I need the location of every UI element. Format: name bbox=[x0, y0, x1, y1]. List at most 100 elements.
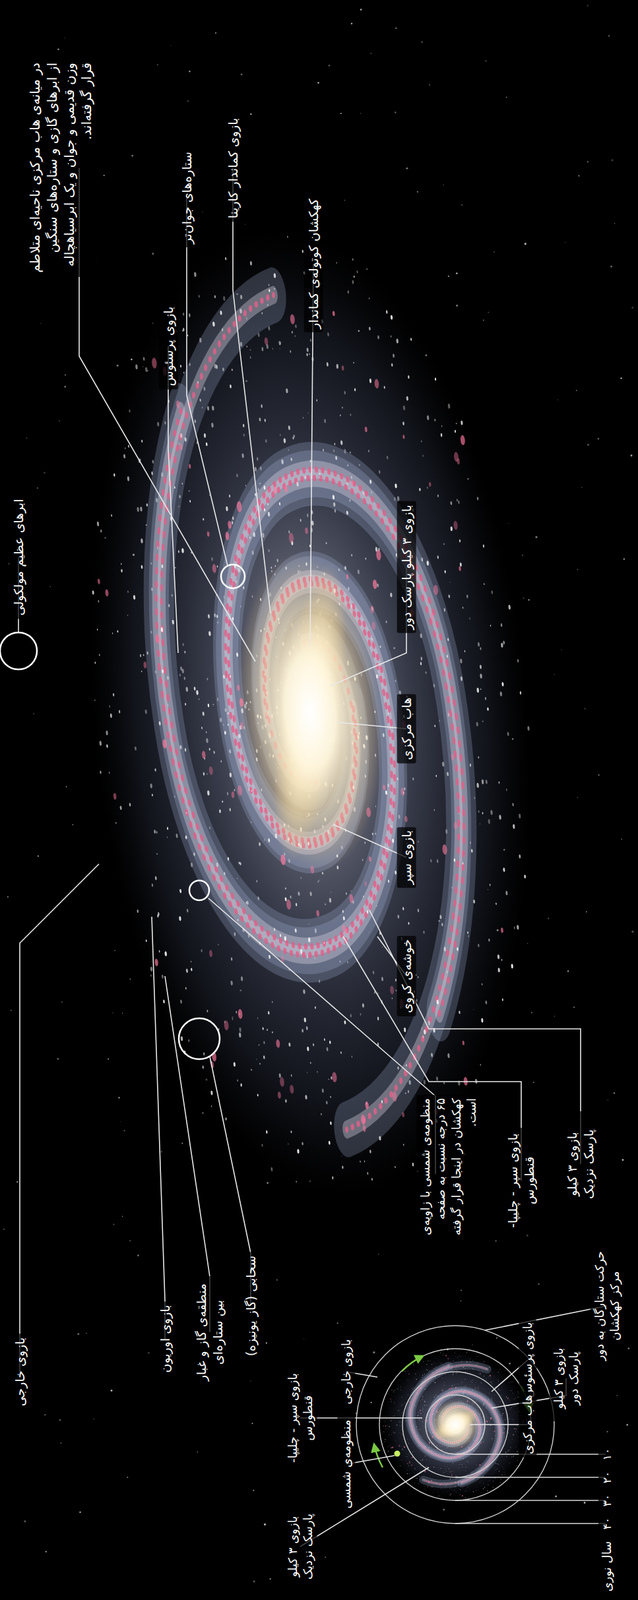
star bbox=[526, 1235, 529, 1238]
rotation-arrow bbox=[374, 1444, 383, 1468]
scale-lines bbox=[455, 1454, 606, 1525]
highlight-circle bbox=[0, 632, 37, 670]
star bbox=[482, 319, 485, 321]
star bbox=[10, 1010, 12, 1012]
star bbox=[85, 1333, 88, 1335]
callout-label: بازوی ۳ کیلو پارسک دور bbox=[397, 501, 417, 634]
star bbox=[201, 1112, 204, 1115]
callout-label: بازوی ۳ کیلو پارسک دور bbox=[549, 1336, 584, 1422]
callout-label: بازوی خارجی bbox=[10, 1334, 30, 1411]
star bbox=[460, 1289, 462, 1292]
star bbox=[317, 81, 320, 84]
scale-line bbox=[455, 1523, 606, 1525]
star bbox=[626, 1424, 629, 1427]
star bbox=[93, 1419, 94, 1420]
star bbox=[485, 60, 487, 62]
star bbox=[581, 486, 583, 489]
callout-label: در میانه‌ی هاب مرکزی ناحیه‌ای متلاطم از … bbox=[25, 59, 97, 278]
callout-label: سحابی (گاز یونیزه) bbox=[241, 1252, 261, 1361]
star bbox=[337, 1322, 339, 1325]
star bbox=[610, 265, 613, 268]
callout-label: ۱۰ bbox=[598, 1445, 616, 1465]
star bbox=[524, 242, 527, 245]
star bbox=[60, 1442, 63, 1445]
leader-line bbox=[484, 1306, 607, 1331]
star bbox=[394, 111, 397, 114]
star bbox=[506, 96, 507, 98]
star bbox=[362, 1500, 363, 1501]
star bbox=[613, 1092, 615, 1094]
leader-line bbox=[151, 917, 165, 1340]
star bbox=[547, 918, 549, 920]
star bbox=[487, 312, 489, 314]
star bbox=[628, 1347, 631, 1350]
star bbox=[157, 63, 159, 66]
star bbox=[416, 191, 419, 193]
star bbox=[343, 199, 346, 202]
star bbox=[137, 1254, 140, 1257]
star bbox=[554, 1496, 557, 1499]
callout-label: منطقه‌ی گاز و غبار بین ستاره‌ای bbox=[191, 1276, 227, 1389]
star bbox=[58, 420, 61, 422]
star bbox=[110, 1390, 113, 1393]
star bbox=[151, 252, 154, 255]
callout-label: سال نوری bbox=[597, 1538, 616, 1596]
star bbox=[575, 389, 578, 392]
star bbox=[557, 399, 559, 401]
star bbox=[608, 34, 611, 37]
callout-label: هاب مرکزی bbox=[518, 1392, 537, 1459]
star bbox=[567, 970, 570, 973]
star bbox=[116, 364, 119, 367]
star bbox=[370, 52, 372, 55]
star bbox=[630, 454, 633, 457]
star bbox=[324, 1557, 326, 1559]
star bbox=[370, 1402, 372, 1404]
star bbox=[43, 472, 46, 475]
leader-line bbox=[79, 168, 256, 662]
star bbox=[129, 979, 132, 981]
star bbox=[188, 70, 191, 72]
star bbox=[521, 554, 524, 557]
star bbox=[508, 1363, 511, 1366]
star bbox=[79, 1511, 82, 1514]
star bbox=[250, 1380, 251, 1382]
callout-label: ستاره‌های جوان‌تر bbox=[177, 148, 197, 248]
callout-label: بازوی پرسئوس bbox=[518, 1319, 537, 1402]
star bbox=[187, 100, 189, 101]
star bbox=[622, 1159, 625, 1162]
star bbox=[553, 1016, 555, 1018]
star bbox=[118, 1097, 120, 1099]
star bbox=[350, 23, 353, 25]
star bbox=[58, 1419, 61, 1422]
star bbox=[123, 1130, 125, 1132]
star bbox=[181, 1143, 183, 1145]
star bbox=[250, 113, 253, 116]
star bbox=[61, 1002, 63, 1003]
star bbox=[531, 1012, 533, 1015]
callout-label: بازوی اوریون bbox=[155, 1301, 175, 1377]
callout-label: بازوی سپر bbox=[397, 827, 417, 889]
star bbox=[65, 786, 68, 788]
star bbox=[587, 444, 590, 447]
star bbox=[129, 1240, 131, 1242]
star bbox=[215, 32, 217, 34]
star bbox=[443, 184, 445, 186]
star bbox=[57, 48, 60, 51]
leader-line bbox=[336, 722, 407, 730]
star bbox=[420, 40, 423, 43]
leader-line bbox=[300, 1417, 423, 1420]
star bbox=[455, 272, 458, 275]
star bbox=[583, 1502, 586, 1505]
star bbox=[77, 1333, 80, 1336]
star bbox=[406, 167, 409, 170]
star bbox=[122, 1215, 124, 1218]
star bbox=[528, 599, 530, 602]
star bbox=[3, 1229, 4, 1230]
star bbox=[36, 487, 39, 489]
star bbox=[455, 304, 458, 307]
callout-label: بازوی سپر - چلیپا-قنطورس bbox=[503, 1128, 539, 1234]
leader-lines bbox=[18, 168, 607, 1548]
callout-label: بازوی خارجی bbox=[337, 1336, 355, 1408]
star bbox=[266, 1182, 269, 1185]
sun-marker bbox=[394, 1451, 401, 1458]
